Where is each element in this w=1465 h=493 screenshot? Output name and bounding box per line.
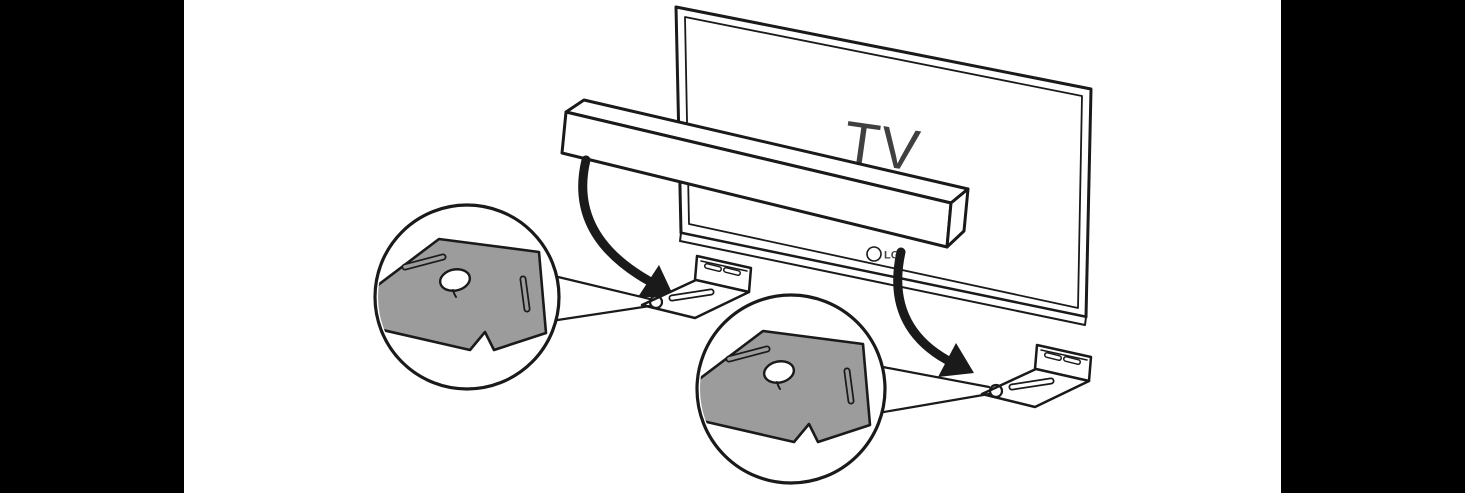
callout-leader-line <box>876 392 991 415</box>
callout-leader-line <box>552 274 652 301</box>
zoom-callout-right <box>695 293 991 485</box>
arrow-shaft <box>578 155 654 286</box>
lg-logo-mark-icon <box>866 246 882 262</box>
arrow-head <box>638 265 674 297</box>
arrow-head <box>938 343 974 377</box>
curved-arrow-right-icon <box>893 247 974 377</box>
soundbar-end <box>945 187 970 249</box>
soundbar <box>560 98 970 249</box>
arrow-shaft <box>893 247 952 365</box>
tv-base <box>679 232 1087 326</box>
callout-leader-line <box>549 304 652 323</box>
curved-arrow-left-icon <box>578 155 674 297</box>
zoom-callout-left <box>373 203 652 391</box>
callout-leader-line <box>881 365 991 389</box>
